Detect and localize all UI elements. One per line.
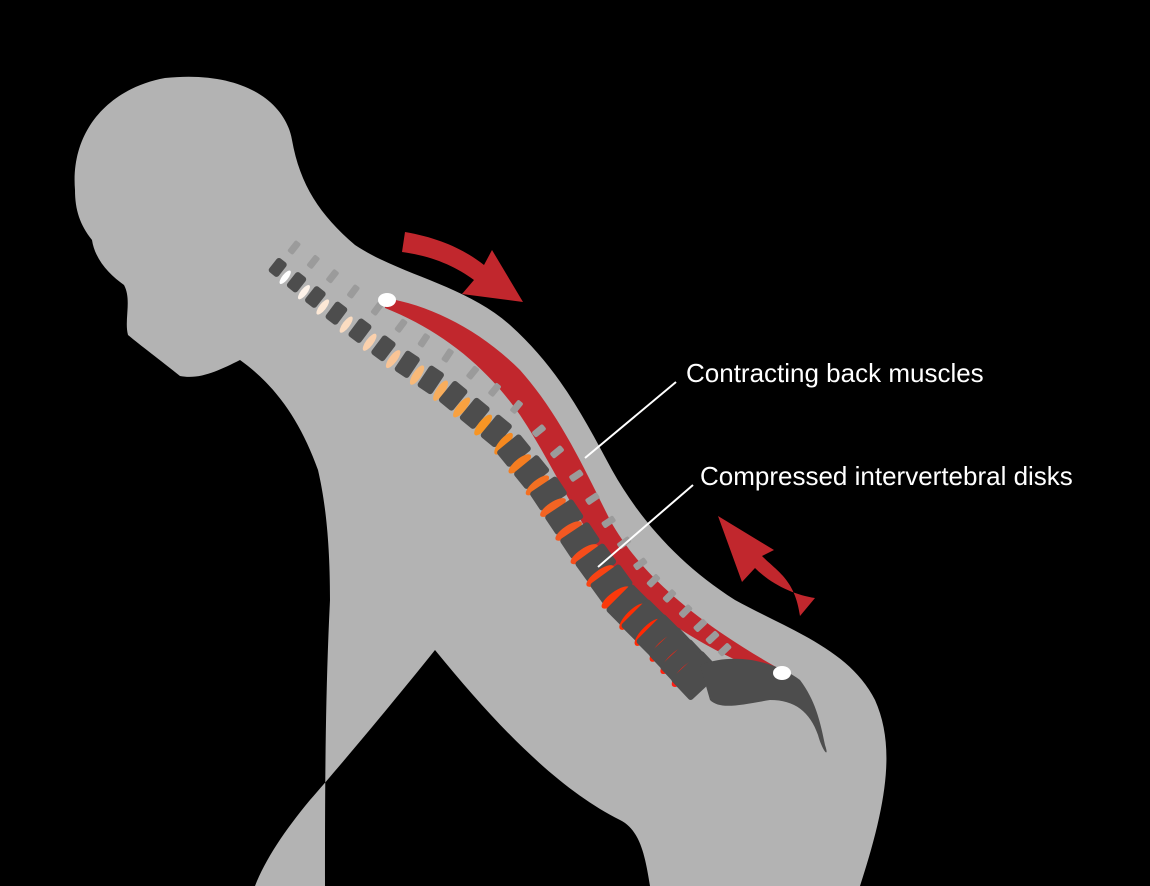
vertebra — [560, 522, 600, 559]
intervertebral-disk — [508, 454, 532, 474]
vertebra-process — [510, 400, 523, 414]
label-contracting-back-muscles: Contracting back muscles — [686, 358, 984, 388]
vertebra-process — [417, 333, 430, 348]
intervertebral-disk — [474, 414, 493, 436]
intervertebral-disk — [409, 365, 425, 385]
vertebra-process — [693, 618, 707, 632]
muscle-attachment-lower — [773, 666, 791, 680]
vertebra-process — [550, 445, 564, 459]
shoulder-arrow — [402, 232, 523, 302]
intervertebral-disk — [525, 475, 550, 496]
intervertebral-disk — [494, 432, 513, 455]
vertebra — [305, 286, 326, 308]
vertebra — [545, 499, 584, 535]
vertebra-process — [441, 348, 454, 363]
vertebra — [606, 584, 649, 627]
vertebra-process — [488, 382, 501, 397]
intervertebral-disk — [362, 333, 377, 351]
intervertebral-disk — [339, 316, 353, 333]
vertebra — [575, 543, 617, 582]
spine — [268, 240, 732, 700]
vertebra-process — [370, 301, 384, 316]
vertebra — [268, 257, 287, 277]
label-compressed-intervertebral-disks: Compressed intervertebral disks — [700, 461, 1073, 491]
vertebra — [497, 434, 531, 467]
vertebra — [514, 455, 550, 489]
vertebra-process — [717, 643, 732, 657]
vertebra-process — [347, 284, 360, 299]
vertebra — [286, 272, 307, 293]
disks-leader-line — [597, 484, 694, 568]
vertebra — [325, 301, 348, 325]
vertebra — [649, 627, 696, 674]
intervertebral-disk — [570, 544, 599, 565]
vertebra-process — [287, 240, 301, 255]
vertebra-process — [532, 424, 546, 438]
vertebra — [371, 335, 396, 362]
vertebra — [621, 599, 666, 644]
vertebra-process — [633, 557, 648, 571]
vertebra-process — [466, 365, 480, 380]
sacrum — [700, 658, 827, 753]
intervertebral-disk — [555, 521, 582, 541]
vertebra-process — [601, 515, 616, 528]
vertebra-process — [585, 492, 600, 505]
intervertebral-disk — [316, 299, 330, 315]
muscle-attachment-upper — [378, 293, 396, 307]
vertebra-process — [569, 469, 584, 482]
back-muscle — [385, 298, 785, 678]
vertebra — [590, 564, 633, 604]
vertebra — [636, 614, 682, 660]
intervertebral-disk — [453, 397, 471, 418]
muscles-leader-line — [584, 381, 677, 459]
vertebra — [417, 365, 444, 395]
vertebra — [438, 380, 468, 411]
intervertebral-disk — [586, 565, 615, 587]
vertebra-process — [394, 318, 408, 333]
vertebra — [530, 476, 567, 511]
vertebra-process — [326, 269, 339, 284]
intervertebral-disk — [385, 350, 401, 369]
vertebra-process — [617, 536, 632, 549]
intervertebral-disk — [601, 586, 631, 609]
hip-arrow — [718, 516, 815, 616]
vertebra-process — [646, 574, 661, 588]
vertebra — [660, 639, 709, 687]
intervertebral-disk — [297, 284, 310, 300]
vertebra-process — [705, 630, 720, 645]
vertebra — [348, 318, 372, 343]
vertebra-process — [679, 604, 693, 618]
vertebra — [480, 414, 512, 448]
intervertebral-disk — [279, 270, 291, 285]
intervertebral-disk — [540, 498, 566, 517]
vertebra-process — [662, 589, 677, 603]
vertebra — [394, 350, 420, 378]
vertebra — [459, 397, 490, 429]
vertebra-process — [307, 255, 320, 269]
intervertebral-disk — [433, 380, 449, 401]
